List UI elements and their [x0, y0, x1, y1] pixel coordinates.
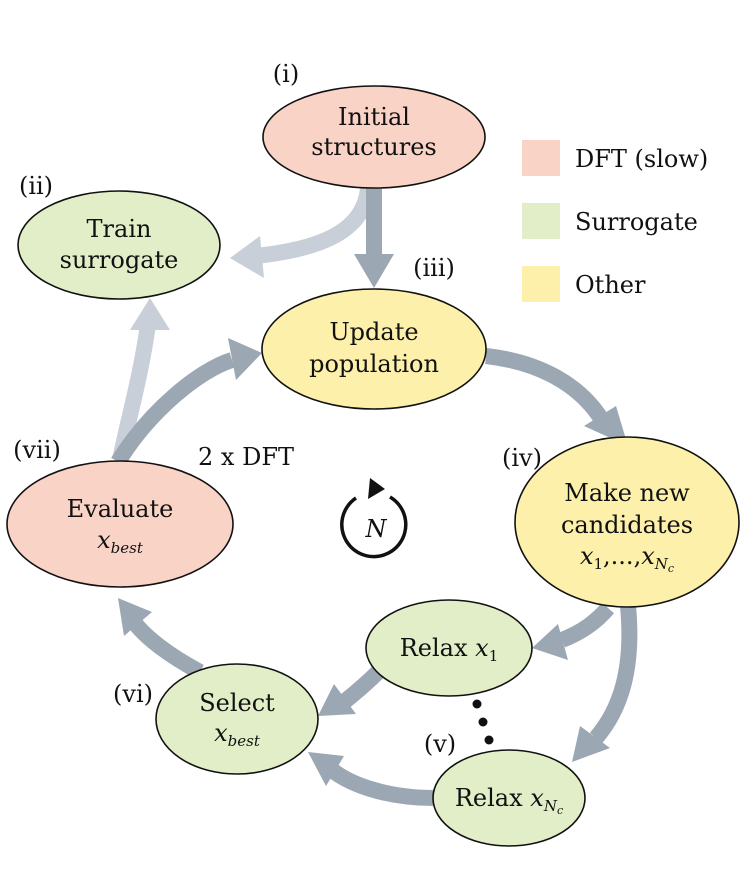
node-candidates-line1: Make new	[564, 479, 690, 507]
node-update-line2: population	[309, 350, 439, 378]
arrow-relax-first-to-select	[318, 666, 384, 716]
step-label-v: (v)	[424, 730, 456, 758]
arrow-initial-to-train	[230, 186, 376, 278]
arrow-update-to-candidates	[485, 348, 628, 446]
node-initial-structures: Initial structures	[262, 85, 486, 189]
legend-swatch-other	[522, 266, 560, 302]
legend-label-other: Other	[575, 271, 646, 299]
loop-count-symbol: N	[365, 515, 388, 543]
step-label-vii: (vii)	[13, 436, 61, 464]
legend-item-dft: DFT (slow)	[522, 140, 708, 176]
legend-swatch-surrogate	[522, 203, 560, 239]
arrow-candidates-to-relax-first	[532, 602, 615, 660]
step-label-iv: (iv)	[502, 444, 542, 472]
legend-label-surrogate: Surrogate	[575, 208, 698, 236]
node-select-line1: Select	[199, 689, 275, 717]
node-candidates-line2: candidates	[561, 511, 693, 539]
node-update-line1: Update	[329, 318, 418, 346]
node-select-math: xbest	[214, 719, 261, 750]
node-evaluate-math: xbest	[97, 526, 144, 557]
node-relax-first: Relax x1	[365, 599, 533, 697]
step-label-iii: (iii)	[413, 254, 455, 282]
node-make-candidates: Make new candidates x1,...,xNc	[514, 436, 740, 608]
legend-item-other: Other	[522, 266, 646, 302]
arrow-candidates-to-relax-last	[572, 605, 638, 762]
node-relax-first-label: Relax x1	[400, 634, 499, 665]
loop-cycle-icon: N	[340, 478, 408, 559]
node-evaluate-line1: Evaluate	[67, 495, 174, 523]
node-relax-last: Relax xNc	[432, 749, 586, 847]
node-evaluate-best: Evaluate xbest	[6, 460, 234, 588]
legend-label-dft: DFT (slow)	[575, 145, 708, 173]
node-train-line1: Train	[87, 215, 152, 243]
arrow-evaluate-to-update	[111, 338, 262, 467]
step-label-ii: (ii)	[19, 172, 53, 200]
step-label-i: (i)	[273, 60, 299, 88]
legend: DFT (slow) Surrogate Other	[522, 140, 708, 302]
node-train-line2: surrogate	[60, 246, 179, 274]
arrow-relax-last-to-select	[308, 752, 435, 806]
node-candidates-math: x1,...,xNc	[580, 542, 674, 575]
ellipsis-dots	[472, 699, 494, 745]
arrow-initial-to-update	[354, 188, 394, 288]
node-initial-line2: structures	[311, 133, 436, 161]
node-update-population: Update population	[261, 288, 487, 410]
node-train-surrogate: Train surrogate	[17, 190, 221, 300]
step-label-vi: (vi)	[113, 680, 153, 708]
dft-count-label: 2 x DFT	[198, 443, 294, 471]
node-select-best: Select xbest	[155, 663, 319, 775]
legend-swatch-dft	[522, 140, 560, 176]
legend-item-surrogate: Surrogate	[522, 203, 698, 239]
arrow-select-to-evaluate	[118, 598, 204, 680]
node-initial-line1: Initial	[338, 103, 410, 131]
